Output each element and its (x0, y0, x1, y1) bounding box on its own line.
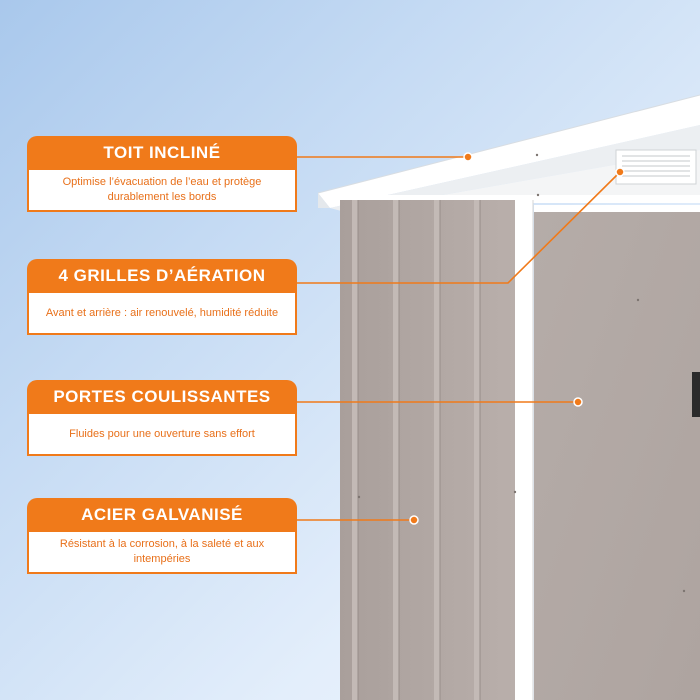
callout-description: Optimise l’évacuation de l’eau et protèg… (27, 170, 297, 212)
callout-title: ACIER GALVANISÉ (27, 498, 297, 532)
callout-description: Avant et arrière : air renouvelé, humidi… (27, 293, 297, 335)
callout-markers (409, 152, 625, 525)
shed-top-frame (335, 195, 700, 203)
rivets (357, 153, 686, 593)
callout-title: PORTES COULISSANTES (27, 380, 297, 414)
callout-title: TOIT INCLINÉ (27, 136, 297, 170)
callout-portes-coulissantes: PORTES COULISSANTES Fluides pour une ouv… (27, 380, 297, 456)
shed-roof (317, 94, 700, 212)
door-handle (692, 372, 700, 417)
callout-lines (297, 156, 621, 521)
corrugated-panel (340, 200, 515, 700)
door-top-rail (534, 205, 700, 212)
vent-grille (615, 149, 697, 185)
callout-description: Fluides pour une ouverture sans effort (27, 414, 297, 456)
callout-title: 4 GRILLES D’AÉRATION (27, 259, 297, 293)
callout-grilles-aeration: 4 GRILLES D’AÉRATION Avant et arrière : … (27, 259, 297, 335)
callout-description: Résistant à la corrosion, à la saleté et… (27, 532, 297, 574)
callout-toit-incline: TOIT INCLINÉ Optimise l’évacuation de l’… (27, 136, 297, 212)
sliding-door (534, 212, 700, 700)
door-frame (515, 200, 533, 700)
callout-acier-galvanise: ACIER GALVANISÉ Résistant à la corrosion… (27, 498, 297, 574)
